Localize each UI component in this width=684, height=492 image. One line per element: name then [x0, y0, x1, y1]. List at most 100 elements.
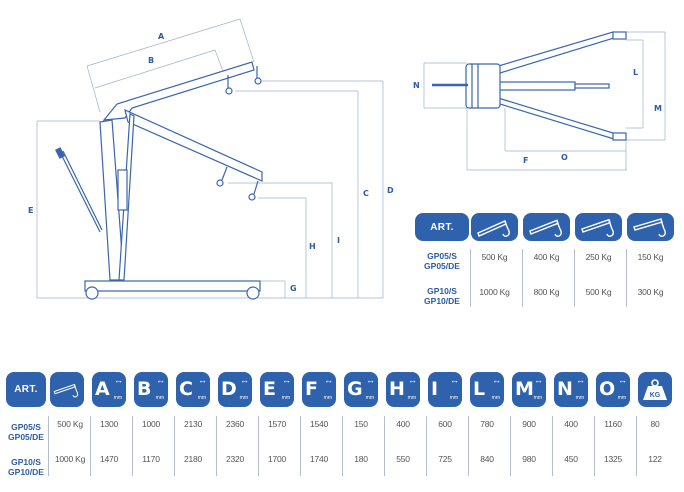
dimension-letter: A	[95, 378, 110, 400]
dimension-letter: I	[431, 378, 439, 400]
spec-art-header: ART.	[6, 372, 46, 407]
dimension-value: 980	[522, 454, 536, 464]
weight-value: 122	[648, 454, 662, 464]
column-divider	[636, 416, 637, 476]
dimension-value: 1470	[99, 454, 119, 464]
dim-label-h: H	[309, 242, 316, 251]
dimension-header: H↔mm	[386, 372, 420, 407]
dimension-header: C↔mm	[176, 372, 210, 407]
column-divider	[216, 416, 217, 476]
unit-label: mm	[323, 395, 332, 401]
dim-label-a: A	[158, 32, 165, 41]
dimension-header: A↔mm	[92, 372, 126, 407]
column-divider	[258, 416, 259, 476]
svg-text:KG: KG	[650, 392, 661, 399]
column-divider	[48, 416, 49, 476]
dim-label-c: C	[363, 189, 369, 198]
dimension-letter: D	[221, 378, 237, 400]
dimension-letter: O	[599, 378, 616, 400]
capacity-value: 1000 Kg	[479, 287, 510, 297]
dimension-value: 840	[480, 454, 494, 464]
handle-grip-icon	[55, 147, 65, 159]
dim-label-b: B	[148, 56, 154, 65]
boom-position-icon	[523, 213, 570, 241]
double-arrow-icon: ↔	[366, 375, 375, 385]
boom-position-icon	[627, 213, 674, 241]
dimension-header: B↔mm	[134, 372, 168, 407]
model-name: GP05/S	[427, 251, 457, 261]
dimension-value: 450	[564, 454, 578, 464]
dim-label-l: L	[633, 68, 638, 77]
dim-label-e: E	[28, 206, 33, 215]
column-divider	[384, 416, 385, 476]
dimension-value: 1540	[309, 419, 329, 429]
capacity-value: 500 Kg	[585, 287, 612, 297]
dimension-letter: C	[179, 378, 193, 400]
dimension-value: 600	[438, 419, 452, 429]
dimension-value: 180	[354, 454, 368, 464]
dim-label-i: I	[337, 236, 340, 245]
dimension-value: 725	[438, 454, 452, 464]
column-divider	[626, 249, 627, 307]
capacity-value: 150 Kg	[637, 252, 664, 262]
capacity-value: 500 Kg	[57, 419, 83, 429]
capacity-value: 500 Kg	[481, 252, 508, 262]
column-divider	[522, 249, 523, 307]
dim-label-f: F	[523, 156, 528, 165]
dimension-letter: N	[557, 378, 573, 400]
column-divider	[90, 416, 91, 476]
double-arrow-icon: ↔	[240, 375, 249, 385]
column-divider	[594, 416, 595, 476]
dimension-value: 1300	[99, 419, 119, 429]
capacity-value: 1000 Kg	[54, 454, 86, 464]
column-divider	[426, 416, 427, 476]
dim-label-o: O	[561, 153, 568, 162]
capacity-art-header: ART.	[415, 213, 469, 241]
dimension-letter: G	[347, 378, 363, 400]
dimension-value: 1170	[142, 454, 160, 464]
dimension-value: 1000	[141, 419, 161, 429]
capacity-value: 800 Kg	[533, 287, 560, 297]
column-divider	[510, 416, 511, 476]
double-arrow-icon: ↔	[282, 375, 291, 385]
column-divider	[468, 416, 469, 476]
double-arrow-icon: ↔	[114, 375, 123, 385]
unit-label: mm	[281, 395, 290, 401]
unit-label: mm	[155, 395, 164, 401]
unit-label: mm	[197, 395, 206, 401]
dimension-value: 400	[564, 419, 578, 429]
double-arrow-icon: ↔	[576, 375, 585, 385]
dimension-header: N↔ mm	[554, 372, 588, 407]
model-name: GP10/DE	[424, 296, 460, 306]
dimension-value: 2130	[183, 419, 203, 429]
dimension-letter: F	[305, 378, 318, 400]
dimension-value: 550	[396, 454, 410, 464]
model-name: GP10/S	[427, 286, 457, 296]
column-divider	[552, 416, 553, 476]
dimension-value: 400	[396, 419, 410, 429]
model-name: GP10/S	[11, 457, 41, 467]
dimension-header: E↔mm	[260, 372, 294, 407]
capacity-value: 250 Kg	[585, 252, 612, 262]
unit-label: mm	[575, 395, 584, 401]
dimension-value: 2320	[225, 454, 245, 464]
model-name: GP10/DE	[8, 467, 44, 477]
boom-position-icon	[471, 213, 518, 241]
dimension-header: M↔mm	[512, 372, 546, 407]
crane-top-view-diagram: N L M O F	[413, 31, 666, 171]
dimension-value: 2360	[225, 419, 245, 429]
dimension-value: 150	[354, 419, 368, 429]
double-arrow-icon: ↔	[408, 375, 417, 385]
dimension-letter: L	[473, 378, 486, 400]
dimension-header: I ↔ mm	[428, 372, 462, 407]
double-arrow-icon: ↔	[156, 375, 165, 385]
unit-label: mm	[449, 395, 458, 401]
double-arrow-icon: ↔	[534, 375, 543, 385]
column-divider	[174, 416, 175, 476]
double-arrow-icon: ↔	[450, 375, 459, 385]
unit-label: mm	[533, 395, 542, 401]
double-arrow-icon: ↔	[492, 375, 501, 385]
